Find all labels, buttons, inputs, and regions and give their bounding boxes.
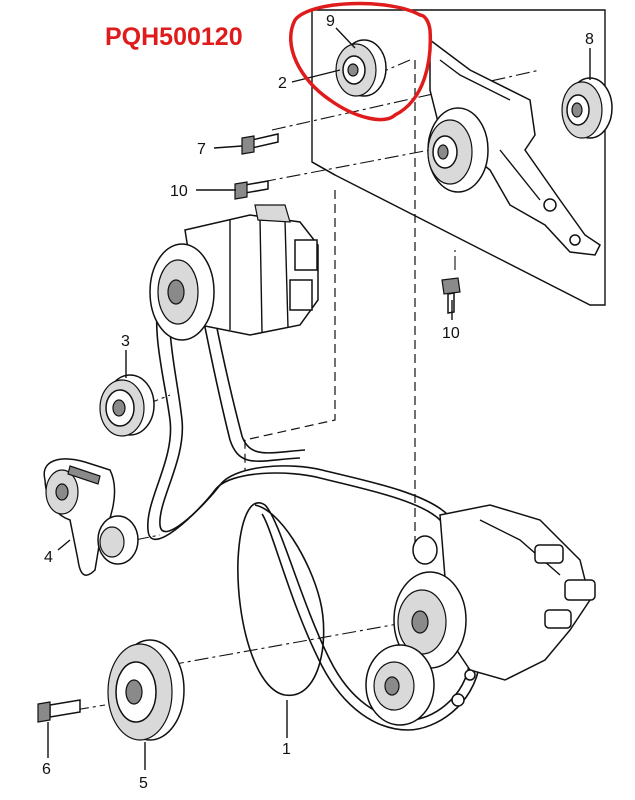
callout-7: 7: [197, 141, 206, 158]
tensioner-bracket: [427, 38, 601, 256]
upper-bolts: [234, 133, 279, 200]
bracket-boundary-box: [311, 9, 606, 306]
water-pump-assembly: [365, 504, 596, 726]
callout-6: 6: [42, 761, 51, 778]
callout-10-upper: 10: [170, 183, 188, 200]
callout-9: 9: [326, 13, 335, 30]
idler-pulley-left: [99, 374, 155, 437]
callout-2: 2: [278, 75, 287, 92]
callout-4: 4: [44, 549, 53, 566]
callout-1: 1: [282, 741, 291, 758]
ac-compressor: [149, 204, 319, 341]
tensioner-assembly: [43, 458, 139, 576]
callout-8: 8: [585, 31, 594, 48]
highlight-marker: [289, 1, 433, 122]
idler-pulley-top: [335, 39, 387, 97]
bracket-bolt: [441, 277, 461, 314]
part-number-label: PQH500120: [105, 23, 243, 51]
crank-pulley: [107, 639, 185, 741]
callout-5: 5: [139, 775, 148, 792]
crank-bolt: [37, 699, 81, 723]
idler-pulley-right: [561, 77, 613, 139]
callout-10-bracket: 10: [442, 325, 460, 342]
callout-3: 3: [121, 333, 130, 350]
leader-lines: [47, 27, 591, 770]
